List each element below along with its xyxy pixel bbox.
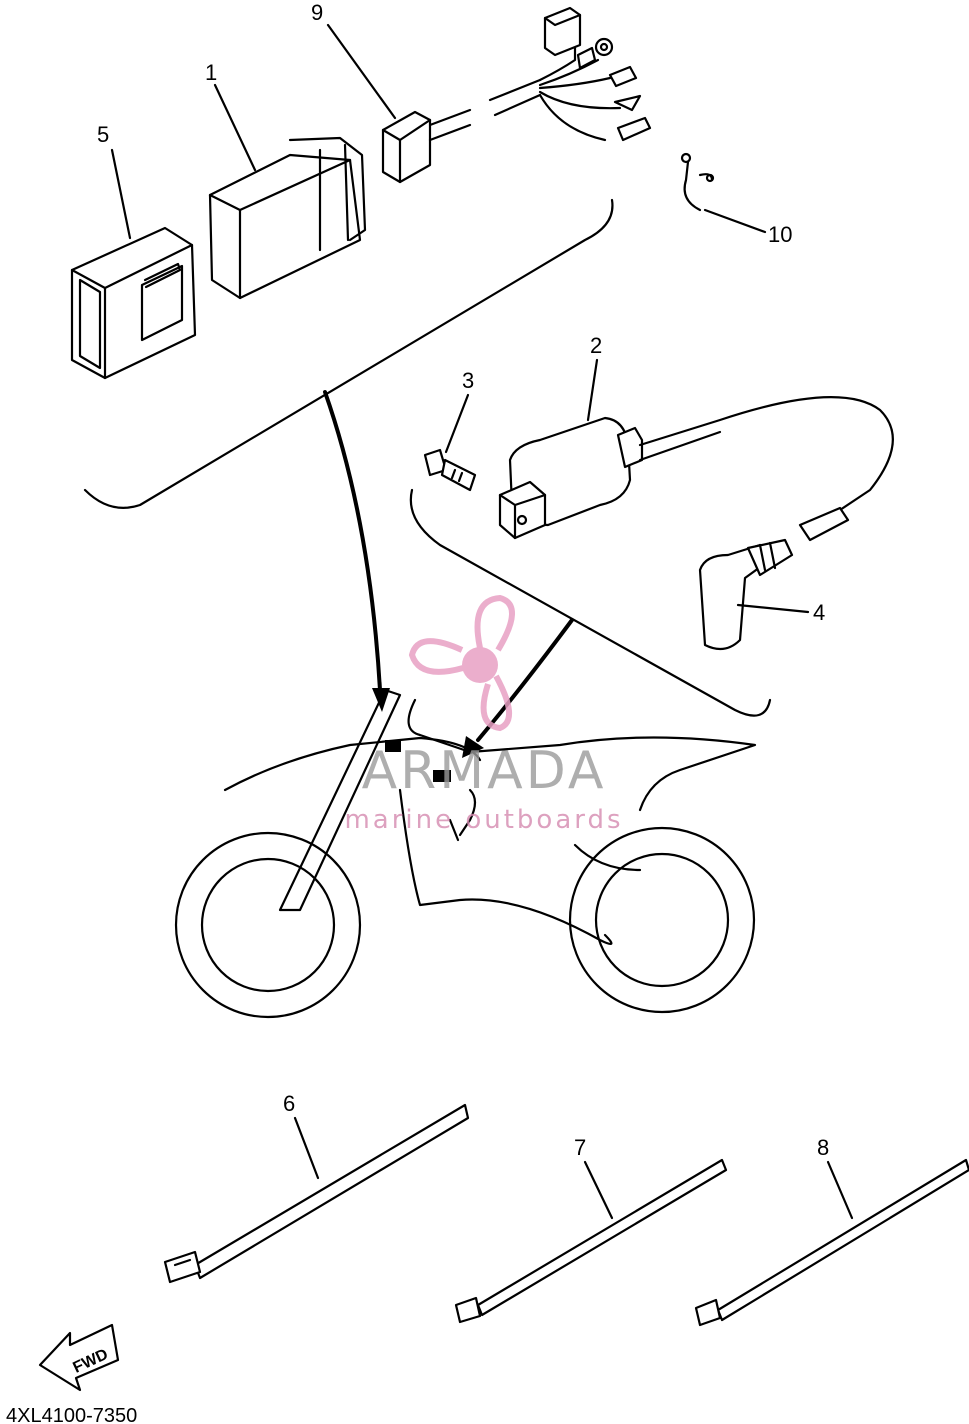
part-number-4: 4 [813, 600, 825, 625]
fwd-arrow: FWD [38, 1323, 120, 1392]
leader-8 [826, 1160, 854, 1220]
leader-1 [213, 83, 257, 172]
part-number-6: 6 [283, 1091, 295, 1116]
watermark-logo [408, 594, 515, 732]
diagram-code: 4XL4100-7350 [6, 1405, 137, 1424]
part-number-9: 9 [311, 0, 323, 25]
arrow-to-bike-right [476, 618, 574, 742]
leader-10 [703, 208, 767, 234]
arrowhead-right [462, 736, 484, 758]
part-3-bolt[interactable] [423, 448, 477, 492]
part-1-cdi-unit[interactable] [208, 136, 367, 300]
leader-2 [586, 358, 599, 422]
leader-6 [293, 1116, 320, 1180]
part-10-clip[interactable] [680, 152, 715, 212]
part-number-5: 5 [97, 122, 109, 147]
part-number-7: 7 [574, 1135, 586, 1160]
part-number-8: 8 [817, 1135, 829, 1160]
leader-9 [326, 23, 397, 120]
leader-5 [110, 148, 132, 240]
leader-7 [583, 1160, 614, 1220]
part-8-cable-tie[interactable] [694, 1158, 969, 1327]
motorcycle-outline [174, 688, 757, 1019]
part-number-10: 10 [768, 222, 792, 247]
group-bracket-left [83, 198, 614, 509]
watermark-tagline: marine outboards [344, 805, 623, 835]
group-bracket-right [409, 488, 772, 717]
part-9-wire-harness[interactable] [381, 6, 652, 184]
part-number-3: 3 [462, 368, 474, 393]
part-4-plug-cap[interactable] [698, 538, 794, 651]
part-number-1: 1 [205, 60, 217, 85]
watermark-brand: ARMADA [362, 741, 607, 801]
part-number-2: 2 [590, 333, 602, 358]
arrow-to-bike-left [323, 390, 382, 692]
part-5-cdi-box[interactable] [70, 226, 197, 380]
leader-3 [444, 393, 470, 454]
part-2-ignition-coil[interactable] [498, 396, 894, 542]
part-6-cable-tie[interactable] [163, 1103, 470, 1284]
part-7-cable-tie[interactable] [454, 1158, 728, 1324]
leader-4 [736, 603, 810, 614]
